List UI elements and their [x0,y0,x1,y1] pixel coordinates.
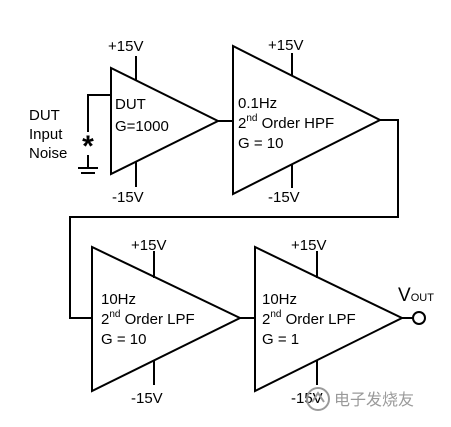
output-terminal-icon [412,311,426,325]
hpf-label-line-3: G = 10 [238,135,283,152]
lpf1-label-line-3: G = 10 [101,331,146,348]
dut-positive-supply-label: +15V [108,38,143,55]
dut-label-line-2: G=1000 [115,118,169,135]
lpf1-label-line-2: 2nd Order LPF [101,309,195,328]
dut-negative-supply-label: -15V [112,189,144,206]
hpf-positive-supply-label: +15V [268,37,303,54]
vout-label: VOUT [398,285,434,306]
source-label-line-1: DUT [29,107,60,124]
lpf1-label-line-1: 10Hz [101,291,136,308]
hpf-label-line-2: 2nd Order HPF [238,113,334,132]
lpf2-label-line-2: 2nd Order LPF [262,309,356,328]
dut-label-line-1: DUT [115,96,146,113]
hpf-label-line-1: 0.1Hz [238,95,277,112]
noise-source-icon: * [82,130,94,163]
dut-stage: DUT G=1000 +15V -15V [108,38,169,206]
lpf1-negative-supply-label: -15V [131,390,163,407]
svg-text:电子发烧友: 电子发烧友 [334,390,414,409]
lpf2-positive-supply-label: +15V [291,237,326,254]
source-label-line-2: Input [29,126,63,143]
lpf2-label-line-3: G = 1 [262,331,299,348]
source-label-line-3: Noise [29,145,67,162]
watermark: 电子发烧友 [306,387,414,411]
lpf1-positive-supply-label: +15V [131,237,166,254]
hpf-negative-supply-label: -15V [268,189,300,206]
dut-amplifier-triangle [110,66,221,176]
lpf2-label-line-1: 10Hz [262,291,297,308]
